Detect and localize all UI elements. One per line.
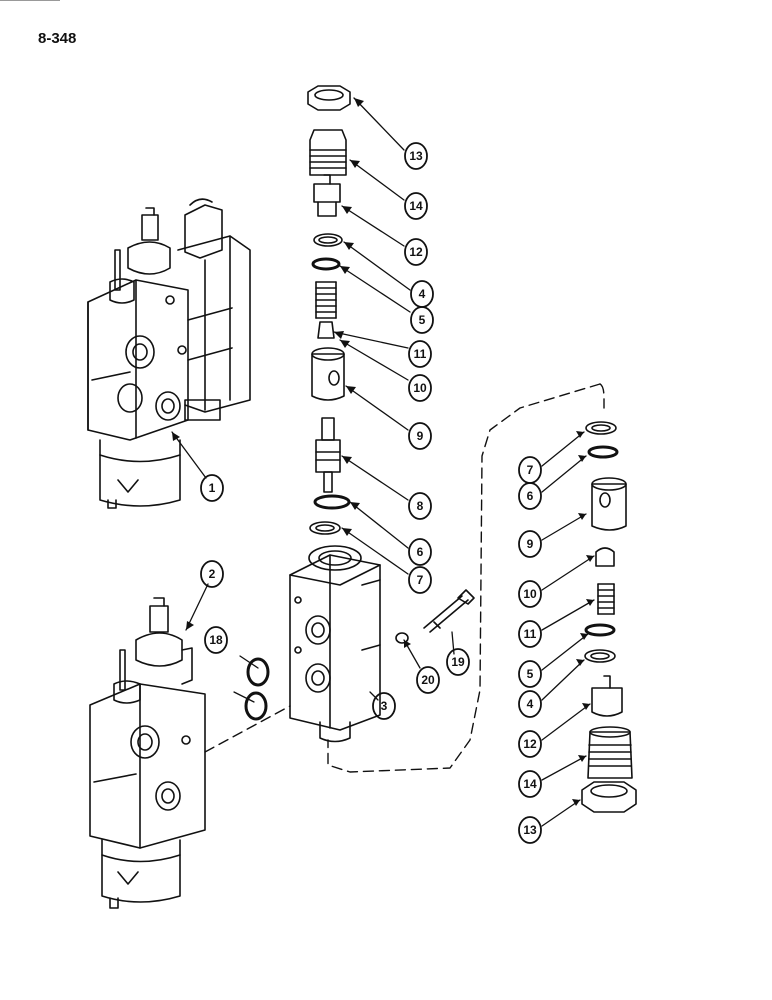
callout-14: 14 [404, 192, 428, 220]
svg-text:11: 11 [414, 347, 427, 361]
dashed-connection-lines [204, 383, 605, 773]
svg-text:9: 9 [417, 429, 424, 443]
top-rule [0, 0, 60, 1]
svg-text:12: 12 [523, 737, 537, 751]
svg-text:2: 2 [209, 567, 216, 581]
callout-9-right: 9 [518, 530, 542, 558]
svg-text:1: 1 [209, 481, 216, 495]
svg-text:10: 10 [523, 587, 537, 601]
svg-text:11: 11 [524, 627, 537, 641]
center-column-parts [307, 85, 351, 535]
svg-text:10: 10 [413, 381, 427, 395]
callout-12: 12 [404, 238, 428, 266]
svg-text:6: 6 [417, 545, 424, 559]
right-column-parts [581, 421, 637, 813]
callout-8: 8 [408, 492, 432, 520]
callout-4: 4 [410, 280, 434, 308]
svg-text:20: 20 [421, 673, 435, 687]
seal-rings-18 [244, 657, 270, 721]
callout-11: 11 [408, 340, 432, 368]
arrowheads [172, 98, 594, 806]
callout-14-right: 14 [518, 770, 542, 798]
callout-1: 1 [200, 474, 224, 502]
callout-2: 2 [200, 560, 224, 588]
callout-9: 9 [408, 422, 432, 450]
callout-20: 20 [416, 666, 440, 694]
callout-10-right: 10 [518, 580, 542, 608]
svg-text:5: 5 [527, 667, 534, 681]
leader-lines [171, 97, 595, 827]
callout-7: 7 [408, 566, 432, 594]
page-number: 8-348 [38, 30, 77, 47]
svg-text:14: 14 [523, 777, 537, 791]
callout-4-right: 4 [518, 690, 542, 718]
svg-text:12: 12 [409, 245, 423, 259]
callout-11-right: 11 [518, 620, 542, 648]
svg-text:8: 8 [417, 499, 424, 513]
valve-assembly-bottom [89, 597, 206, 909]
svg-text:19: 19 [451, 655, 465, 669]
callout-10: 10 [408, 374, 432, 402]
callout-12-right: 12 [518, 730, 542, 758]
callout-6: 6 [408, 538, 432, 566]
svg-text:3: 3 [381, 699, 388, 713]
callout-3: 3 [372, 692, 396, 720]
svg-text:9: 9 [527, 537, 534, 551]
callout-13-right: 13 [518, 816, 542, 844]
svg-text:7: 7 [417, 573, 424, 587]
svg-text:6: 6 [527, 489, 534, 503]
callout-5: 5 [410, 306, 434, 334]
svg-text:4: 4 [419, 287, 426, 301]
callout-19: 19 [446, 648, 470, 676]
callout-13: 13 [404, 142, 428, 170]
svg-text:14: 14 [409, 199, 423, 213]
svg-text:18: 18 [209, 633, 223, 647]
section-housing [289, 545, 381, 743]
bolt-and-washer [395, 589, 475, 644]
callout-bubbles: 13 14 12 4 5 11 10 9 8 6 7 1 2 18 20 19 … [200, 142, 542, 844]
valve-assembly-top [87, 198, 251, 509]
callout-5-right: 5 [518, 660, 542, 688]
callout-18: 18 [204, 626, 228, 654]
svg-text:13: 13 [409, 149, 423, 163]
callout-6-right: 6 [518, 482, 542, 510]
callout-7-right: 7 [518, 456, 542, 484]
svg-text:4: 4 [527, 697, 534, 711]
svg-text:7: 7 [527, 463, 534, 477]
svg-text:5: 5 [419, 313, 426, 327]
svg-text:13: 13 [523, 823, 537, 837]
